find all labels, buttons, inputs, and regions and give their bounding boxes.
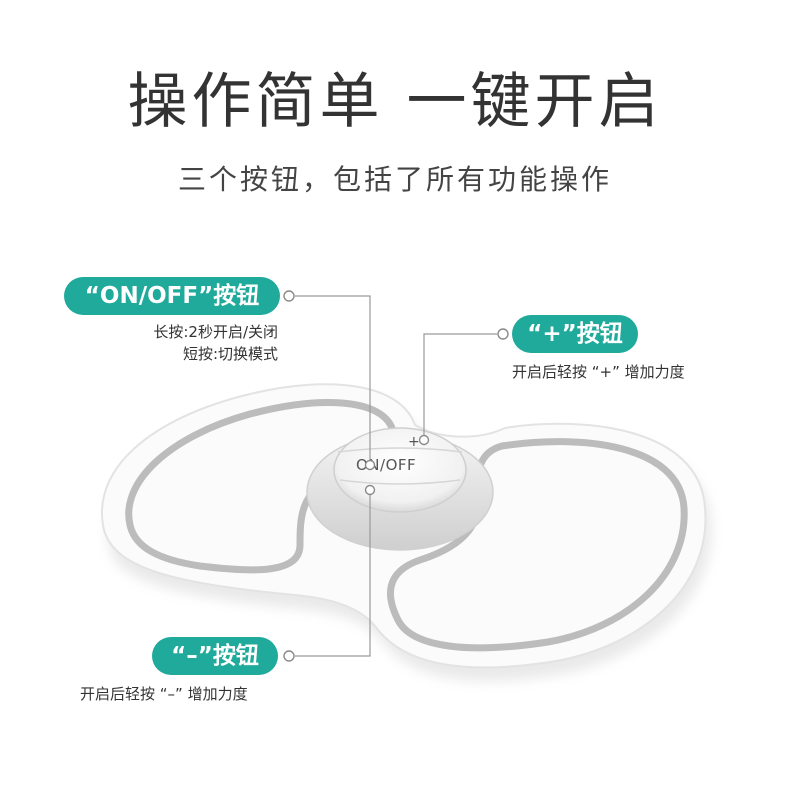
plus-note: 开启后轻按 “+” 增加力度 — [512, 363, 685, 381]
plus-button-callout: “+”按钮 — [512, 315, 638, 353]
onoff-note-short-press: 短按:切换模式 — [182, 345, 278, 363]
leader-endpoints — [283, 290, 509, 662]
page-title: 操作简单 一键开启 — [127, 67, 663, 137]
minus-button-callout: “–”按钮 — [152, 637, 278, 675]
leader-lines — [295, 295, 497, 657]
minus-note: 开启后轻按 “–” 增加力度 — [80, 685, 248, 703]
page-subtitle: 三个按钮，包括了所有功能操作 — [177, 163, 612, 196]
onoff-button-callout: “ON/OFF”按钮 — [64, 277, 280, 315]
plus-button-symbol: + — [408, 434, 420, 450]
onoff-note-long-press: 长按:2秒开启/关闭 — [153, 323, 278, 341]
